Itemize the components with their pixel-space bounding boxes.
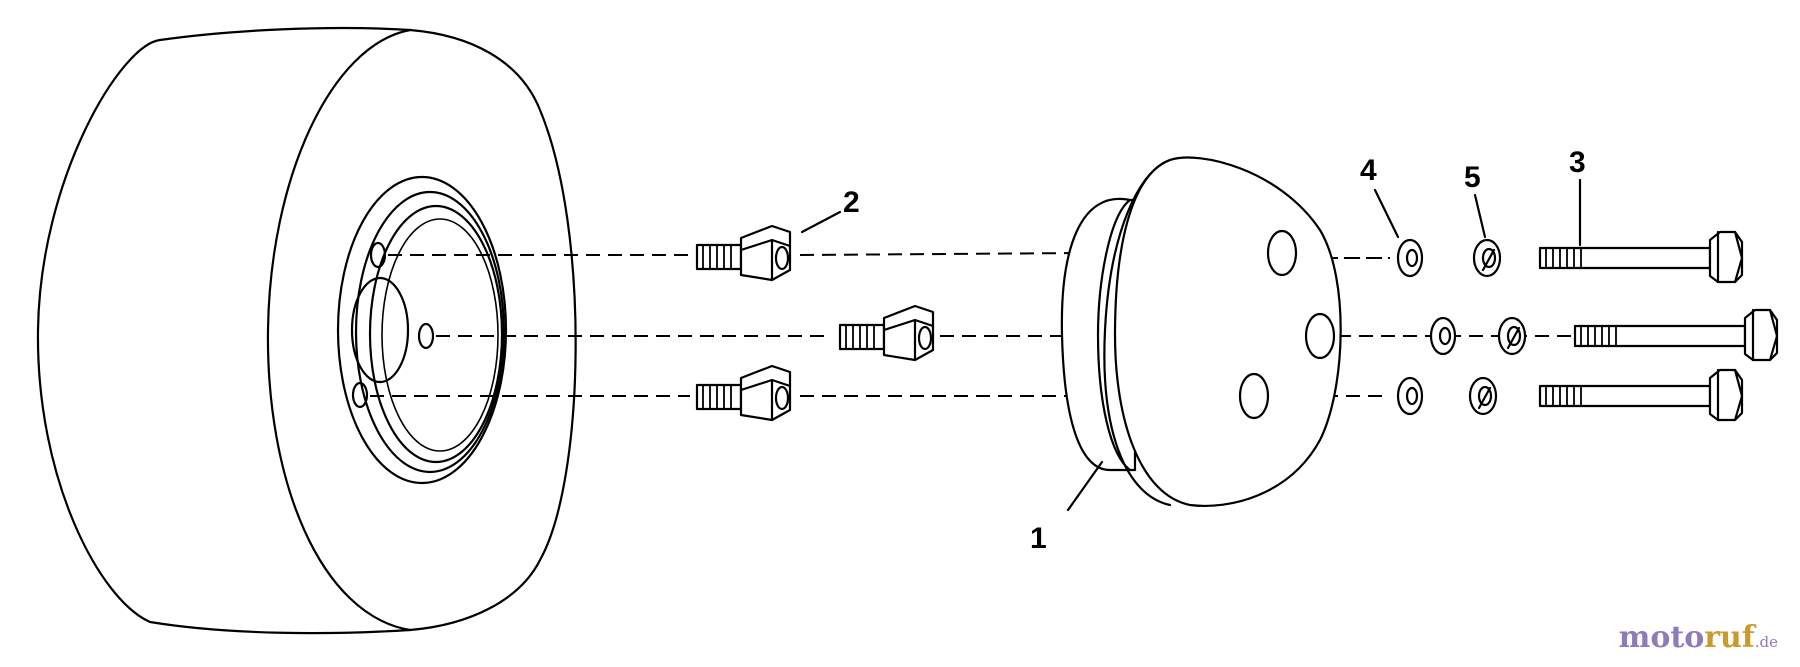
leader-lines [800, 178, 1582, 512]
rim-bolt-hole-top [369, 241, 387, 269]
callout-3: 3 [1569, 146, 1586, 179]
hub-back-rim [1103, 158, 1172, 507]
callout-4: 4 [1360, 154, 1377, 187]
hub-bolt-hole-bottom [1238, 372, 1270, 420]
watermark-logo: motoruf.de [1619, 620, 1778, 655]
watermark-part-a: moto [1618, 620, 1705, 655]
lock-washer-middle [1497, 316, 1527, 356]
tire [36, 26, 577, 635]
hub-bolt-hole-middle [1304, 312, 1336, 360]
rim-bolt-hole-bottom [351, 381, 369, 409]
leader-5 [1473, 193, 1487, 239]
assembly-centerlines [370, 252, 1575, 397]
flat-washer-middle [1429, 316, 1457, 356]
bolt-middle [1573, 308, 1779, 362]
rim-outer [336, 175, 508, 485]
bolt-top [1538, 230, 1744, 284]
leader-1 [1066, 460, 1104, 512]
hub-bolt-hole-top [1266, 229, 1298, 277]
rim-center-bore [350, 276, 410, 384]
wheel-hub [1060, 156, 1342, 507]
rim-ring-1 [354, 190, 506, 474]
leader-4 [1373, 188, 1400, 239]
flat-washer-bottom [1396, 376, 1424, 416]
callout-1: 1 [1030, 522, 1047, 555]
callout-2: 2 [843, 186, 860, 219]
bolt-bottom [1538, 368, 1744, 422]
spacer-bottom [695, 364, 792, 422]
watermark-part-b: ruf [1704, 620, 1755, 655]
hub-body [1113, 156, 1342, 507]
centerline-top-right [799, 252, 1086, 256]
tire-outer-body [36, 26, 577, 635]
lock-washer-top [1472, 238, 1502, 278]
leader-2 [800, 210, 842, 234]
watermark-tld: .de [1754, 633, 1778, 651]
spacer-middle [838, 304, 935, 362]
flat-washer-top [1396, 238, 1424, 278]
rim-ring-3 [381, 218, 499, 452]
rim-bolt-hole-middle [417, 322, 435, 350]
callout-5: 5 [1464, 161, 1481, 194]
spacer-top [695, 224, 792, 282]
hub-groove [1096, 198, 1132, 472]
lock-washer-bottom [1468, 376, 1498, 416]
rim-ring-2 [368, 204, 504, 464]
tire-sidewall-edge [266, 28, 412, 632]
